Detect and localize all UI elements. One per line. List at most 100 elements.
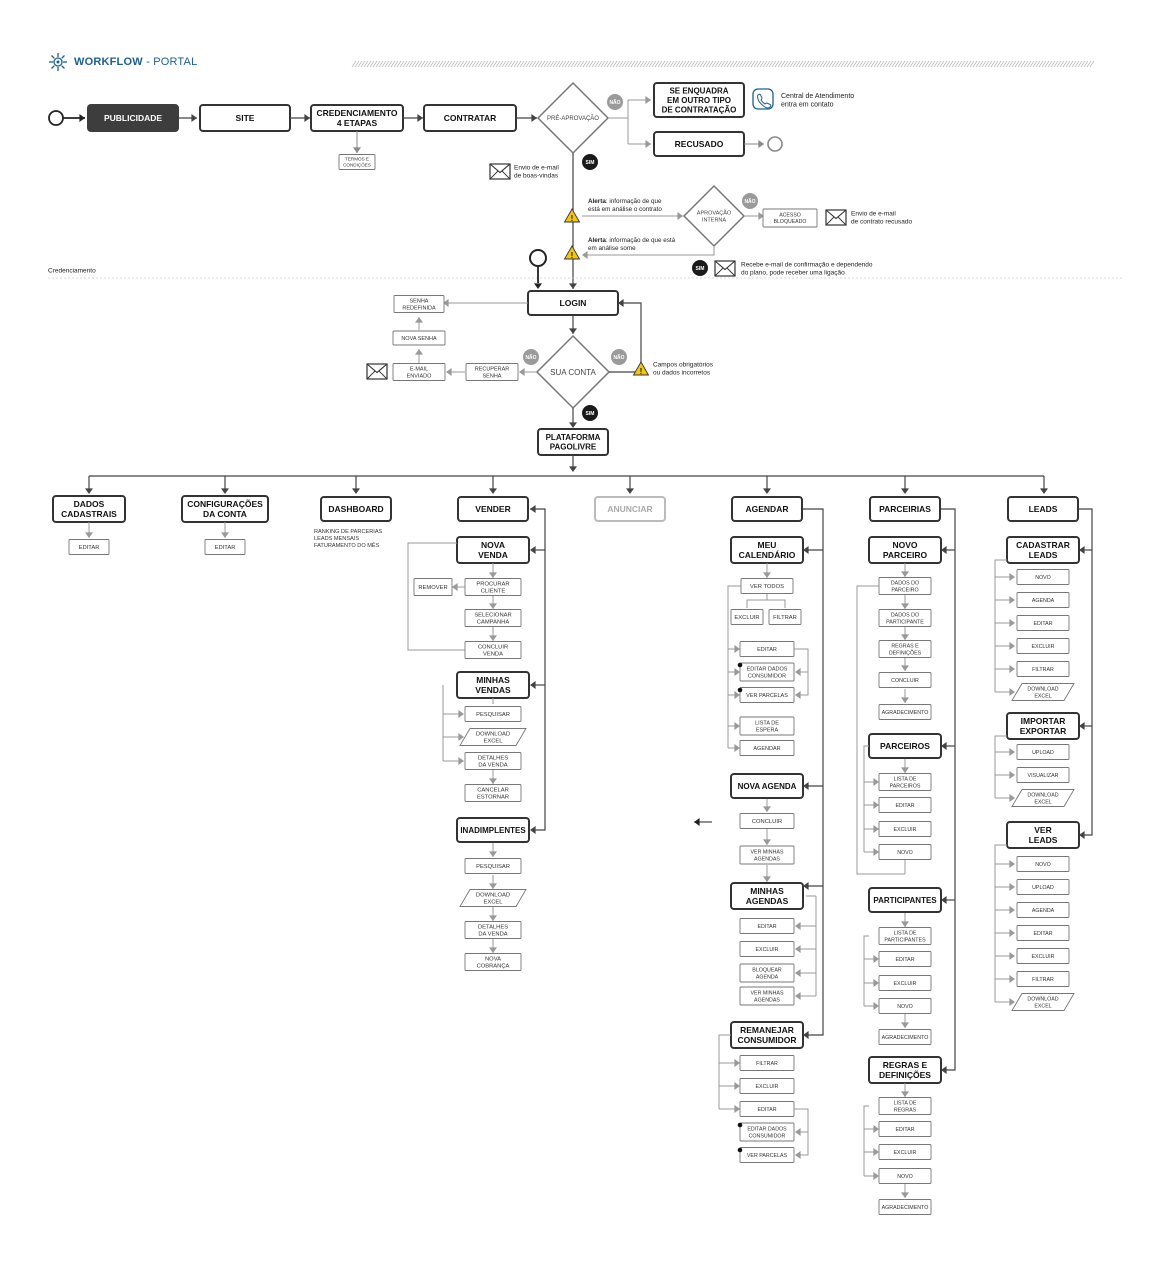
importar-exportar-item-1[interactable] xyxy=(1016,767,1070,783)
mail-icon-recusado-flap xyxy=(825,209,847,220)
regras-item-4-label: AGRADECIMENTO xyxy=(882,1205,929,1211)
arrowhead xyxy=(534,283,542,289)
cadastrar-leads-item-2[interactable] xyxy=(1016,615,1070,631)
termos-condicoes-box[interactable] xyxy=(338,154,376,170)
minhas-vendas-item-0[interactable] xyxy=(464,706,522,722)
connector xyxy=(803,508,824,1036)
cal-filtrar-box-label: FILTRAR xyxy=(773,615,797,621)
minhas-agendas-item-2[interactable] xyxy=(739,963,795,983)
novo-parceiro-item-1[interactable] xyxy=(878,609,932,627)
leads-button[interactable] xyxy=(1007,496,1079,522)
cal-filtrar-box[interactable] xyxy=(768,609,802,625)
importar-exportar-item-2[interactable] xyxy=(1011,789,1075,807)
cal-excluir-box[interactable] xyxy=(730,609,764,625)
arrowhead xyxy=(489,572,497,578)
arrowhead xyxy=(85,488,93,494)
participantes-item-0[interactable] xyxy=(878,927,932,945)
nova-senha-box[interactable] xyxy=(392,330,446,346)
ver-leads-item-2[interactable] xyxy=(1016,902,1070,918)
start-circle xyxy=(48,110,64,126)
vender-button[interactable] xyxy=(457,496,529,522)
importar-exportar-item-0[interactable] xyxy=(1016,744,1070,760)
minhas-vendas-item-2[interactable] xyxy=(464,752,522,770)
cadastrar-leads-item-0[interactable] xyxy=(1016,569,1070,585)
anunciar-button[interactable] xyxy=(594,496,666,522)
inadimplentes-button-label: INADIMPLENTES xyxy=(460,826,526,835)
minhas-agendas-item-1[interactable] xyxy=(739,941,795,957)
config-editar-box-label: EDITAR xyxy=(215,545,236,551)
ver-leads-item-1[interactable] xyxy=(1016,879,1070,895)
arrowhead xyxy=(694,818,700,826)
novo-parceiro-item-3[interactable] xyxy=(878,672,932,688)
dashboard-button[interactable] xyxy=(320,496,392,522)
arrowhead xyxy=(795,945,801,953)
nova-agenda-ver-minhas-box[interactable] xyxy=(739,845,795,865)
warning-icon-2-mark: ! xyxy=(571,251,574,260)
warning-icon-3 xyxy=(632,361,650,376)
cadastrar-leads-item-3[interactable] xyxy=(1016,638,1070,654)
minhas-vendas-item-3[interactable] xyxy=(464,784,522,802)
minhas-agendas-item-3[interactable] xyxy=(739,986,795,1006)
connector xyxy=(825,216,835,226)
arrowhead xyxy=(763,488,771,494)
dados-editar-box[interactable] xyxy=(68,539,110,555)
recusado-box-label: RECUSADO xyxy=(675,139,724,149)
minhas-agendas-item-0[interactable] xyxy=(739,918,795,934)
inadimplentes-item-1[interactable] xyxy=(459,889,527,907)
arrowhead xyxy=(415,317,423,323)
novo-parceiro-item-4[interactable] xyxy=(878,704,932,720)
arrowhead xyxy=(873,778,879,786)
inadimplentes-item-3[interactable] xyxy=(464,953,522,971)
cadastrar-leads-item-1[interactable] xyxy=(1016,592,1070,608)
participantes-item-4[interactable] xyxy=(878,1029,932,1045)
connector xyxy=(609,302,642,373)
ver-todos-box-label: VER TODOS xyxy=(750,584,784,590)
nao-badge-2-text: NÃO xyxy=(744,198,755,205)
regras-item-4[interactable] xyxy=(878,1199,932,1215)
ver-leads-item-0[interactable] xyxy=(1016,856,1070,872)
arrowhead xyxy=(873,1148,879,1156)
arrowhead xyxy=(531,114,537,122)
remanejar-item-3[interactable] xyxy=(739,1122,795,1142)
remanejar-item-4[interactable] xyxy=(739,1147,795,1163)
se-enquadra-box[interactable] xyxy=(653,82,745,118)
acesso-bloqueado-box[interactable] xyxy=(762,208,818,228)
arrowhead xyxy=(901,697,909,703)
arrowhead xyxy=(79,114,85,122)
connector xyxy=(501,170,511,180)
cadastrar-leads-item-4[interactable] xyxy=(1016,661,1070,677)
senha-redefinida-box[interactable] xyxy=(393,295,445,313)
arrowhead xyxy=(489,603,497,609)
importar-exportar-item-0-label: UPLOAD xyxy=(1032,750,1054,756)
minhas-vendas-item-1[interactable] xyxy=(459,728,527,746)
anunciar-button-label: ANUNCIAR xyxy=(607,504,652,514)
bullet-dot xyxy=(737,662,743,668)
ver-leads-item-4[interactable] xyxy=(1016,948,1070,964)
agendar-button[interactable] xyxy=(731,496,803,522)
config-editar-box[interactable] xyxy=(204,539,246,555)
arrowhead xyxy=(873,1002,879,1010)
nao-badge-4-text: NÃO xyxy=(613,354,624,361)
recuperar-senha-box[interactable] xyxy=(465,363,519,381)
ver-leads-item-5[interactable] xyxy=(1016,971,1070,987)
ver-leads-item-3-label: EDITAR xyxy=(1033,931,1052,937)
nova-venda-item-1[interactable] xyxy=(464,609,522,627)
cadastrar-leads-item-5[interactable] xyxy=(1011,683,1075,701)
connector xyxy=(746,594,768,608)
page-title: WORKFLOW - PORTAL xyxy=(74,56,198,68)
email-enviado-box[interactable] xyxy=(392,363,446,381)
minhas-agendas-button[interactable] xyxy=(730,882,804,910)
ver-leads-item-3[interactable] xyxy=(1016,925,1070,941)
novo-parceiro-item-2[interactable] xyxy=(878,640,932,658)
nova-agenda-concluir-box[interactable] xyxy=(739,813,795,829)
inadimplentes-item-2[interactable] xyxy=(464,921,522,939)
ver-leads-item-6[interactable] xyxy=(1011,993,1075,1011)
inadimplentes-item-0[interactable] xyxy=(464,858,522,874)
arrowhead xyxy=(191,114,197,122)
regras-item-0[interactable] xyxy=(878,1097,932,1115)
inadimplentes-button[interactable] xyxy=(456,817,530,843)
parceirias-button[interactable] xyxy=(869,496,941,522)
